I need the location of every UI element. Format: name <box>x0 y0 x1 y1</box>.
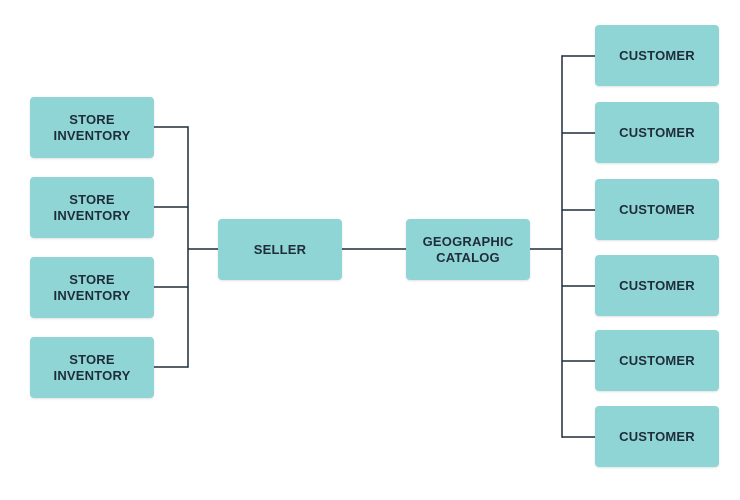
seller-node: SELLER <box>218 219 342 280</box>
customer-node: CUSTOMER <box>595 102 719 163</box>
customer-node: CUSTOMER <box>595 330 719 391</box>
customer-node: CUSTOMER <box>595 255 719 316</box>
customer-node: CUSTOMER <box>595 179 719 240</box>
store-inventory-node: STORE INVENTORY <box>30 97 154 158</box>
store-inventory-node: STORE INVENTORY <box>30 337 154 398</box>
customer-node: CUSTOMER <box>595 406 719 467</box>
customer-node: CUSTOMER <box>595 25 719 86</box>
store-inventory-node: STORE INVENTORY <box>30 257 154 318</box>
store-inventory-node: STORE INVENTORY <box>30 177 154 238</box>
geographic-catalog-node: GEOGRAPHIC CATALOG <box>406 219 530 280</box>
